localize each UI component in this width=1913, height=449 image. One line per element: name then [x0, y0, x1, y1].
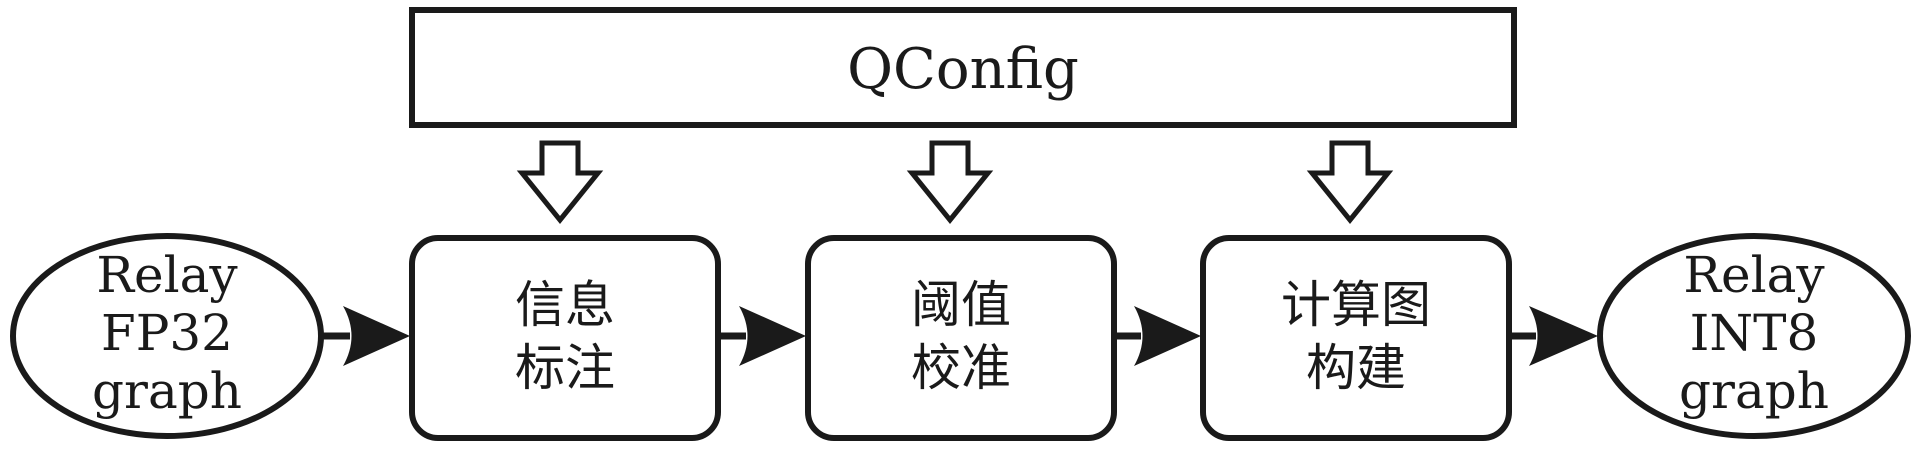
step-3: 计算图 构建: [1200, 235, 1512, 441]
connector-3-head: [1134, 306, 1201, 366]
step-1-box: [409, 235, 721, 441]
input-line-1: Relay: [96, 246, 238, 304]
connector-2-head: [739, 306, 806, 366]
qconfig-label: QConfig: [847, 37, 1079, 102]
qconfig-box: [409, 7, 1517, 128]
step-1-line-2: 标注: [515, 339, 615, 397]
step-1-line-1: 信息: [515, 276, 615, 334]
output-node: Relay INT8 graph: [1597, 233, 1911, 439]
step-2-line-1: 阈值: [911, 276, 1011, 334]
config-arrow-1: [516, 140, 604, 224]
connector-1-head: [343, 306, 410, 366]
config-arrows: [516, 140, 1394, 224]
connector-1: [322, 306, 410, 366]
step-3-box: [1200, 235, 1512, 441]
step-2-box: [805, 235, 1117, 441]
input-line-2: FP32: [101, 304, 233, 362]
output-ellipse: [1597, 233, 1911, 439]
output-line-3: graph: [1679, 362, 1829, 420]
input-node: Relay FP32 graph: [10, 233, 324, 439]
output-line-1: Relay: [1683, 246, 1825, 304]
step-3-line-1: 计算图: [1281, 276, 1431, 334]
output-line-2: INT8: [1690, 304, 1819, 362]
connector-3: [1114, 306, 1201, 366]
step-1: 信息 标注: [409, 235, 721, 441]
step-2-line-2: 校准: [911, 339, 1011, 397]
input-ellipse: [10, 233, 324, 439]
step-3-line-2: 构建: [1306, 339, 1406, 397]
connector-2: [718, 306, 806, 366]
config-arrow-2: [906, 140, 994, 224]
input-line-3: graph: [92, 362, 242, 420]
config-arrow-3: [1306, 140, 1394, 224]
connector-4: [1509, 306, 1598, 366]
step-2: 阈值 校准: [805, 235, 1117, 441]
qconfig-block: QConfig: [409, 7, 1517, 128]
connector-4-head: [1529, 306, 1598, 366]
